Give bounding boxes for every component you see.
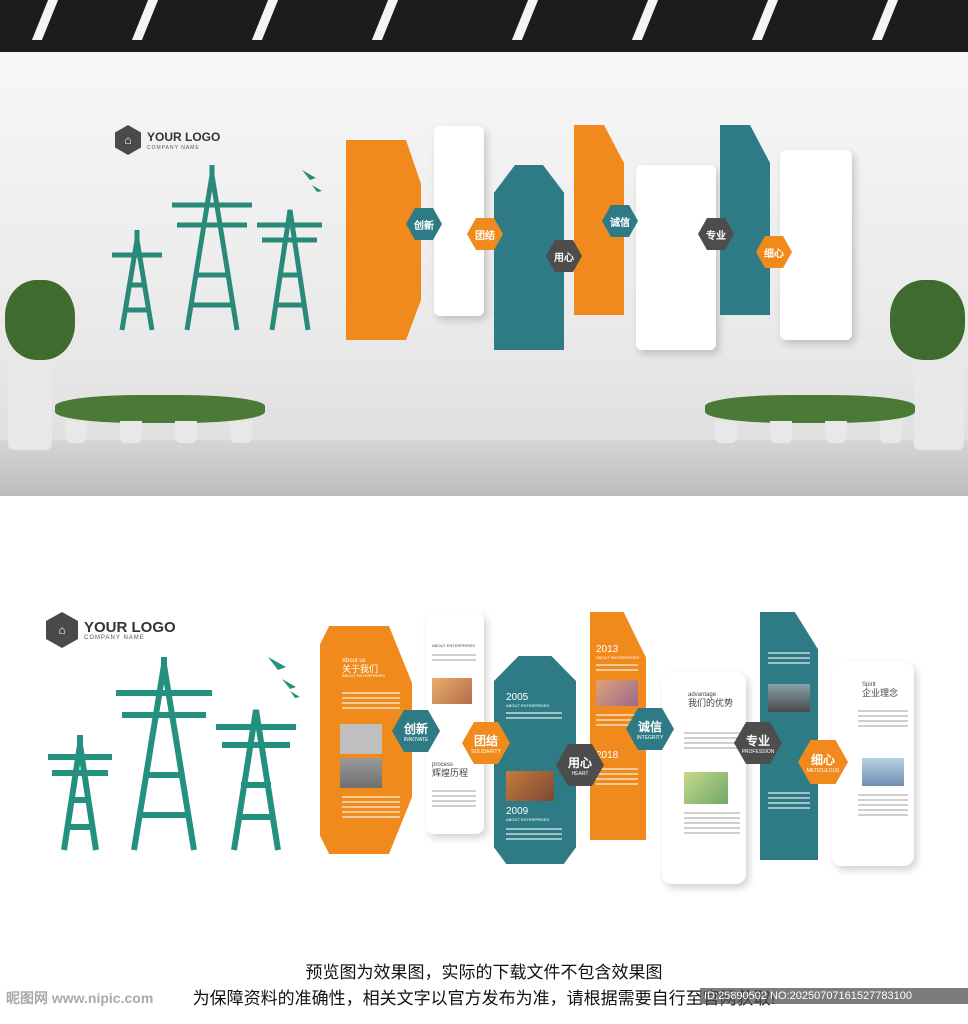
year-2005-sub: ABOUT ENTERPRISES <box>506 703 550 708</box>
bird-icon <box>268 657 286 670</box>
floor <box>0 440 968 496</box>
ceiling <box>0 0 968 52</box>
badge-innovate-zh: 创新 <box>403 721 428 736</box>
year-2018: 2018 <box>596 750 619 761</box>
badge-integrity: 诚信 INTEGRITY <box>626 708 674 750</box>
watermark-left: 昵图网 www.nipic.com <box>6 990 154 1006</box>
logo: ⌂ YOUR LOGO COMPANY NAME <box>46 612 176 648</box>
process-zh: 辉煌历程 <box>432 767 469 778</box>
year-2005: 2005 <box>506 692 529 703</box>
badge-heart-en: HEART <box>571 770 589 777</box>
logo-hex-icon: ⌂ <box>46 612 78 648</box>
badge-solidarity: 团结 SOLIDARITY <box>462 722 510 764</box>
about-en: About us <box>342 658 366 664</box>
advantage-en: advantage <box>688 692 717 698</box>
about-zh: 关于我们 <box>342 663 379 674</box>
plant-row-right <box>705 395 925 450</box>
caption-line-1: 预览图为效果图，实际的下载文件不包含效果图 <box>305 963 663 982</box>
year-2009: 2009 <box>506 806 529 817</box>
badge-solidarity-en: SOLIDARITY <box>471 748 501 755</box>
scene-panel-spirit <box>780 150 852 340</box>
badge-integrity-en: INTEGRITY <box>636 734 664 741</box>
scene-panel-teal-right <box>720 125 770 315</box>
spirit-en: Spirit <box>862 682 876 688</box>
year-2009-sub: ABOUT ENTERPRISES <box>506 817 550 822</box>
timeline-image-2013 <box>596 680 638 706</box>
room-preview-scene: ⌂ YOUR LOGO COMPANY NAME 创新 团结 用心 诚信 专业 … <box>0 0 968 496</box>
caption-line-2: 为保障资料的准确性，相关文字以官方发布为准，请根据需要自行至官网获取! <box>192 989 776 1008</box>
badge-heart-zh: 用心 <box>567 755 592 770</box>
badge-profession-zh: 专业 <box>745 733 770 748</box>
logo-hex-icon: ⌂ <box>115 125 141 155</box>
caption: 预览图为效果图，实际的下载文件不包含效果图 为保障资料的准确性，相关文字以官方发… <box>0 960 968 1012</box>
badge-solidarity-zh: 团结 <box>473 733 498 748</box>
scene-panel-about <box>346 140 421 340</box>
about-sub: ABOUT ENTERPRISES <box>342 673 386 679</box>
badge-integrity-zh: 诚信 <box>637 719 662 734</box>
advantage-image <box>684 772 728 804</box>
transmission-towers-icon <box>48 657 300 851</box>
logo-subtitle: COMPANY NAME <box>84 634 145 641</box>
scene-panel-advantage <box>636 165 716 350</box>
logo-subtitle: COMPANY NAME <box>147 144 200 151</box>
about-image-2 <box>340 758 382 788</box>
scene-towers-icon <box>112 165 322 331</box>
plant-row-left <box>55 395 275 450</box>
bird-icon <box>282 679 296 689</box>
year-2013: 2013 <box>596 644 619 655</box>
badge-profession-en: PROFESSION <box>741 748 775 755</box>
badge-meticulous-zh: 细心 <box>810 752 835 767</box>
badge-innovate: 创新 INNOVATE <box>392 710 440 752</box>
process-en: process <box>432 762 454 768</box>
year-2013-sub: ABOUT ENTERPRISES <box>596 655 640 660</box>
advantage-zh: 我们的优势 <box>688 697 734 708</box>
watermark-id: ID:25890502 NO:20250707161527783100 <box>700 988 968 1004</box>
plant-left-large <box>0 280 80 450</box>
logo-title: YOUR LOGO <box>84 618 176 636</box>
badge-heart: 用心 HEART <box>556 744 604 786</box>
plant-right-large <box>890 280 968 450</box>
scene-logo: ⌂ YOUR LOGO COMPANY NAME <box>115 125 220 155</box>
timeline-image <box>506 771 554 801</box>
spirit-image <box>862 758 904 786</box>
process-image <box>432 678 472 704</box>
process-sub: ABOUT ENTERPRISES <box>432 643 476 648</box>
badge-meticulous-en: METICULOUS <box>806 767 840 774</box>
teal-right-image <box>768 684 810 712</box>
logo-title: YOUR LOGO <box>147 129 221 144</box>
badge-profession: 专业 PROFESSION <box>734 722 782 764</box>
badge-innovate-en: INNOVATE <box>403 736 429 743</box>
spirit-zh: 企业理念 <box>862 687 899 698</box>
about-image-1 <box>340 724 382 754</box>
bird-icon <box>290 691 300 698</box>
